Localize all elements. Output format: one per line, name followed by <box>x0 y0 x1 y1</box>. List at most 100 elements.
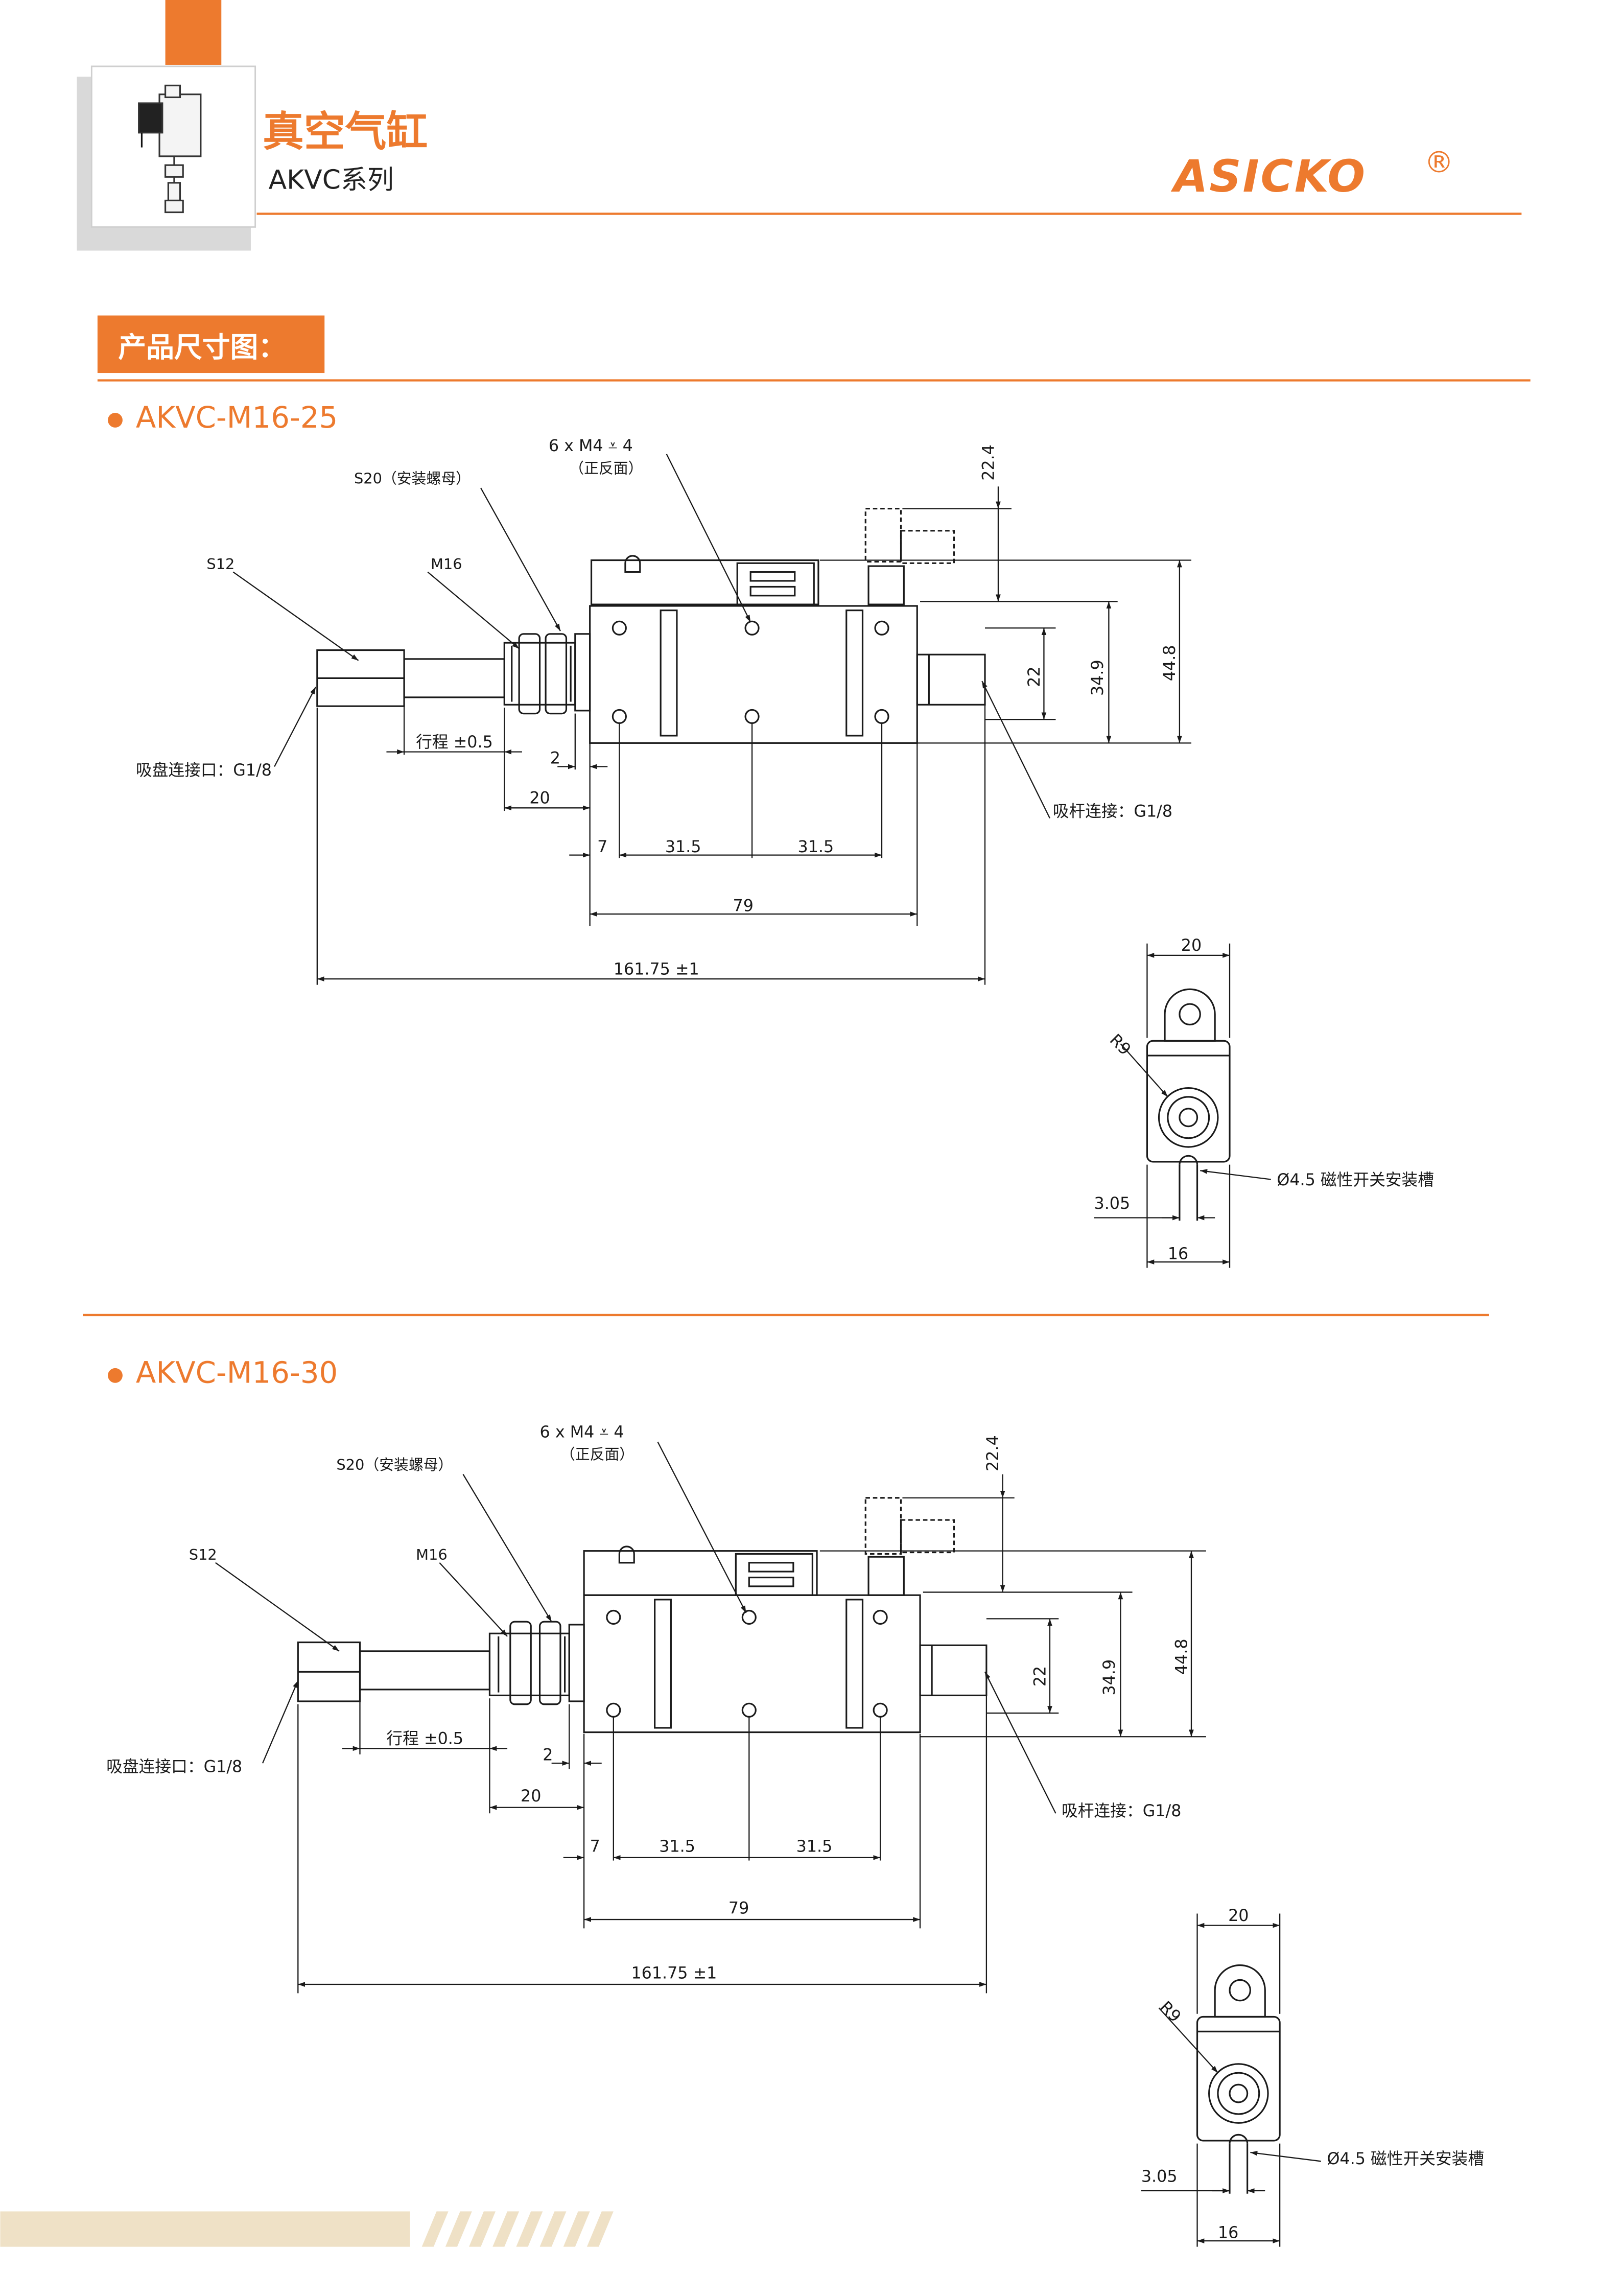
label-rod-port: 吸杆连接：G1/8 <box>1053 803 1172 821</box>
front-view-dimensions <box>215 1441 1206 1994</box>
rod-port-fitting <box>919 1644 988 1697</box>
mount-hole <box>612 620 627 636</box>
mount-hole <box>741 1702 757 1718</box>
dim-22: 22 <box>1031 1666 1049 1686</box>
dim-20: 20 <box>521 1787 541 1806</box>
top-fitting <box>736 562 815 605</box>
mount-hole <box>874 709 889 724</box>
label-stroke: 行程 ±0.5 <box>416 733 493 752</box>
side-body <box>1196 2016 1281 2142</box>
label-nut: S20（安装螺母） <box>354 470 471 487</box>
side-view-drawing <box>1196 1964 1281 2194</box>
rod-port-fitting <box>916 653 986 706</box>
front-view-drawing <box>316 507 986 744</box>
dim-31-5-b: 31.5 <box>798 838 834 856</box>
dim-22: 22 <box>1025 666 1044 687</box>
side-view-dimensions <box>1141 1913 1322 2247</box>
bullet-icon <box>108 1368 123 1383</box>
label-stroke: 行程 ±0.5 <box>386 1730 463 1748</box>
dim-31-5-a: 31.5 <box>659 1837 695 1856</box>
nut <box>518 633 541 715</box>
mount-hole <box>873 1702 888 1718</box>
label-holes-note: （正反面） <box>560 1446 634 1463</box>
footer-band <box>0 2211 614 2247</box>
label-holes: 6 x M4 ⩡ 4 <box>549 437 633 455</box>
label-suction-port: 吸盘连接口：G1/8 <box>106 1758 242 1776</box>
mount-hole <box>612 709 627 724</box>
dim-31-5-b: 31.5 <box>796 1837 833 1856</box>
dim-44-8: 44.8 <box>1172 1638 1191 1675</box>
dim-22-4: 22.4 <box>984 1435 1002 1471</box>
dim-20-side: 20 <box>1228 1907 1249 1925</box>
model-title: AKVC-M16-25 <box>136 400 338 435</box>
dim-16: 16 <box>1168 1245 1188 1263</box>
body-rib-left <box>654 1599 672 1729</box>
mount-hole <box>874 620 889 636</box>
label-s12: S12 <box>189 1546 217 1563</box>
mount-hole <box>606 1702 621 1718</box>
mount-hole <box>744 620 760 636</box>
nut <box>509 1621 532 1705</box>
switch-slot <box>1179 1155 1198 1165</box>
brand-logo: ASICKO <box>1170 151 1366 202</box>
header-accent-tab <box>165 0 222 65</box>
label-holes-note: （正反面） <box>569 459 643 477</box>
body-rib-left <box>660 610 678 737</box>
cylinder-body <box>583 1594 921 1733</box>
mount-hole <box>741 1609 757 1625</box>
dim-34-9: 34.9 <box>1089 660 1107 696</box>
nut <box>545 633 568 715</box>
side-view-drawing <box>1146 988 1231 1221</box>
page-subtitle: AKVC系列 <box>269 165 394 195</box>
front-view-labels: 6 x M4 ⩡ 4 （正反面） S20（安装螺母） S12 M16 吸盘连接口… <box>136 437 1179 978</box>
section-heading-text: 产品尺寸图： <box>118 331 286 363</box>
dim-79: 79 <box>733 897 754 915</box>
sensor-outline <box>864 507 902 563</box>
side-view-labels: 20 R9 Ø4.5 磁性开关安装槽 3.05 16 <box>1094 936 1435 1263</box>
label-rod-port: 吸杆连接：G1/8 <box>1062 1802 1181 1820</box>
switch-slot <box>1229 2134 1249 2144</box>
header: 真空气缸 AKVC系列 ASICKO ® <box>77 0 1522 251</box>
body-rib-right <box>845 610 864 737</box>
body-rib-right <box>845 1599 864 1729</box>
dim-3-05: 3.05 <box>1094 1194 1131 1213</box>
label-holes: 6 x M4 ⩡ 4 <box>540 1423 624 1441</box>
registered-mark: ® <box>1424 145 1454 180</box>
model-title: AKVC-M16-30 <box>136 1355 338 1390</box>
dim-3-05: 3.05 <box>1141 2168 1178 2186</box>
dim-7: 7 <box>590 1837 600 1856</box>
dim-2: 2 <box>550 749 560 768</box>
front-view-dimensions <box>232 454 1191 985</box>
front-view-labels: 6 x M4 ⩡ 4 （正反面） S20（安装螺母） S12 M16 吸盘连接口… <box>106 1423 1191 1982</box>
label-suction-port: 吸盘连接口：G1/8 <box>136 761 272 780</box>
label-switch-slot: Ø4.5 磁性开关安装槽 <box>1327 2150 1484 2168</box>
dim-16: 16 <box>1218 2223 1238 2242</box>
top-block <box>590 559 819 605</box>
bullet-icon <box>108 412 123 428</box>
side-view-dimensions <box>1094 943 1271 1268</box>
model-block-1: AKVC-M16-25 <box>108 400 1434 1268</box>
sensor-outline <box>864 1497 902 1555</box>
piston-rod <box>359 1650 491 1691</box>
mount-hole <box>744 709 760 724</box>
front-view-drawing <box>297 1497 988 1733</box>
page-title: 真空气缸 <box>263 108 428 156</box>
dim-161-75: 161.75 ±1 <box>614 960 699 978</box>
dim-22-4: 22.4 <box>979 444 998 481</box>
dim-34-9: 34.9 <box>1100 1659 1119 1696</box>
label-s12: S12 <box>206 555 234 573</box>
m16-thread <box>488 1632 570 1697</box>
dim-161-75: 161.75 ±1 <box>631 1964 717 1982</box>
dim-2: 2 <box>543 1746 553 1764</box>
mount-hole <box>606 1609 621 1625</box>
dim-7: 7 <box>597 838 607 856</box>
dim-44-8: 44.8 <box>1161 645 1179 681</box>
side-lug <box>1214 1964 1266 2018</box>
mount-hole <box>873 1609 888 1625</box>
piston-rod <box>403 658 505 698</box>
footer-stripes <box>421 2211 614 2247</box>
side-body <box>1146 1040 1231 1163</box>
label-m16: M16 <box>431 555 462 573</box>
